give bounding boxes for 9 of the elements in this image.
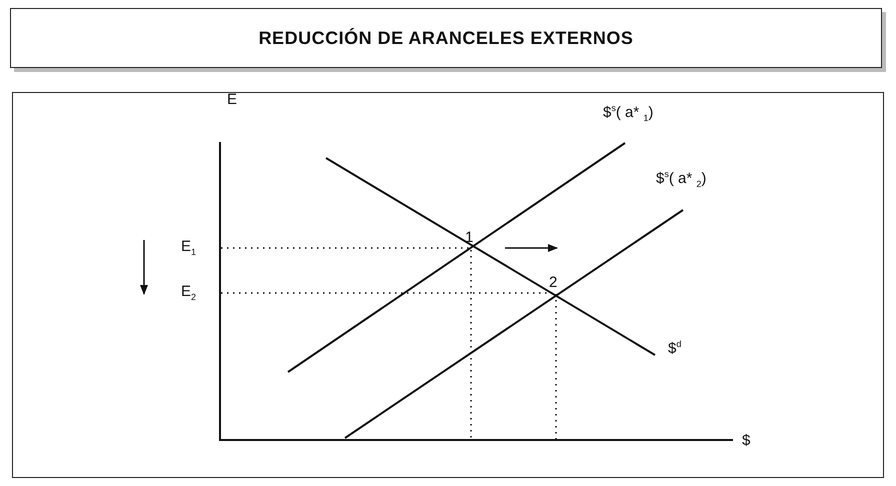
point-label: 2: [549, 275, 558, 290]
title: REDUCCIÓN DE ARANCELES EXTERNOS: [258, 28, 634, 48]
axis-label: E$_{1}$: [181, 239, 196, 257]
curve-label: $$^{d}$: [668, 340, 682, 356]
axis-label: E: [227, 92, 238, 107]
axis-label: E$_{2}$: [181, 284, 196, 302]
axis-label: $: [742, 433, 750, 448]
curve-label: $$^{s}$( a* $_{2}$): [656, 170, 706, 189]
curve-label: $$^{s}$( a* $_{1}$): [603, 104, 654, 123]
